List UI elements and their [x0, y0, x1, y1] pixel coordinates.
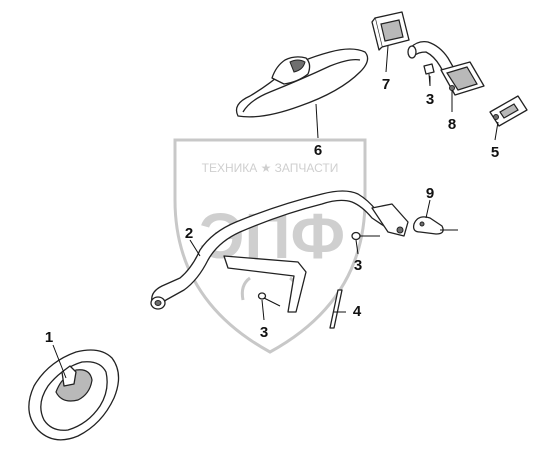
callout-6: 6: [314, 142, 322, 159]
part-7-bracket-plate: [371, 11, 410, 51]
leader-2: [189, 239, 201, 257]
callout-1: 1: [45, 329, 53, 346]
callout-3b: 3: [354, 257, 362, 274]
leader-9: [425, 199, 431, 219]
bolt-middle: [351, 231, 380, 241]
leader-6: [315, 103, 319, 139]
leader-3c: [261, 299, 265, 321]
bolt-bottom: [257, 292, 281, 307]
callout-3c: 3: [260, 324, 268, 341]
part-1-lower-mirror: [28, 349, 120, 441]
leader-1: [52, 344, 67, 379]
callouts: 1 2 3 3 3 4 5 6 7 8 9: [45, 76, 499, 346]
callout-9: 9: [426, 185, 434, 202]
part-8-mount-arm: [407, 40, 485, 96]
leader-7: [385, 45, 389, 73]
part-5-plate: [489, 95, 528, 127]
callout-7: 7: [382, 76, 390, 93]
callout-3a: 3: [426, 91, 434, 108]
callout-5: 5: [491, 144, 499, 161]
leader-5: [494, 121, 499, 141]
callout-4: 4: [353, 303, 362, 320]
leader-3b: [355, 239, 359, 255]
wheat-icon: [240, 276, 300, 301]
leader-lines: [52, 45, 499, 379]
part-6-upper-mirror: [235, 48, 369, 118]
watermark-top-text: ТЕХНИКА ★ ЗАПЧАСТИ: [202, 161, 339, 175]
callout-2: 2: [185, 225, 193, 242]
part-4-pin: [329, 289, 346, 329]
part-9-link: [412, 216, 458, 235]
part-2-main-arm: [150, 190, 409, 313]
callout-8: 8: [448, 116, 456, 133]
bolt-top: [423, 63, 435, 87]
watermark-shield: [173, 138, 367, 354]
